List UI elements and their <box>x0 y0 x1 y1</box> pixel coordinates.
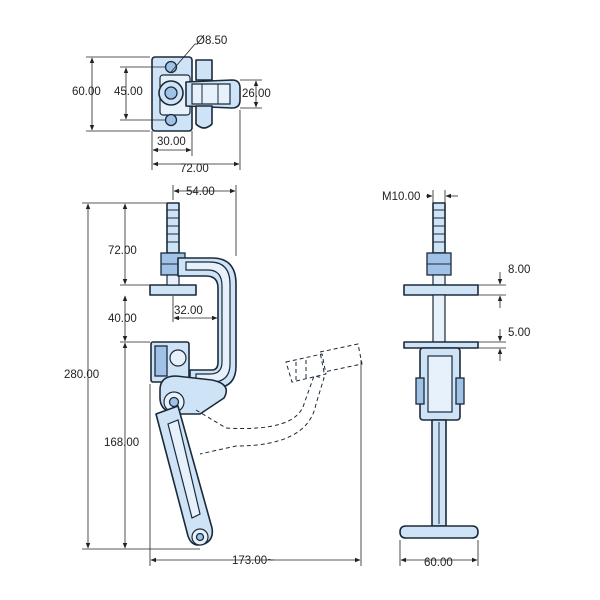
top-view-hole-diameter-label: Ø8.50 <box>196 35 227 47</box>
front-view-base-plate <box>403 341 479 349</box>
side-view-handle-height-label: 168.00 <box>104 437 139 449</box>
front-view-thread-label: M10.00 <box>382 191 420 203</box>
side-view-handle-reach-label: 173.00~ <box>232 555 274 567</box>
top-view-hole-lower <box>164 113 178 127</box>
top-view-hole-upper <box>164 60 178 74</box>
top-view-height-label: 60.00 <box>72 86 101 98</box>
front-view: M10.00 8.00 5.00 60.00 <box>382 190 530 569</box>
side-view-spindle-offset-label: 54.00 <box>186 186 215 198</box>
side-view: 54.00 280.00 72.00 40.00 32.00 168.00 17… <box>64 185 363 567</box>
side-view-jaw-opening-label: 40.00 <box>108 313 137 325</box>
side-view-pressure-pad <box>149 284 197 296</box>
top-view-handle-width-label: 26.00 <box>242 88 271 100</box>
side-view-throat-depth-label: 32.00 <box>174 305 203 317</box>
side-view-handle-open-position <box>195 375 325 455</box>
front-view-foot-width-label: 60.00 <box>424 557 453 569</box>
top-view-overall-length-label: 72.00 <box>180 163 209 175</box>
front-view-pad-thickness-label: 8.00 <box>508 264 530 276</box>
side-view-spindle-length-label: 72.00 <box>108 245 137 257</box>
front-view-pressure-pad <box>403 284 479 296</box>
top-view-hole-spacing-label: 45.00 <box>114 86 143 98</box>
top-view-lever <box>195 105 213 129</box>
side-view-overall-height-label: 280.00 <box>64 369 99 381</box>
front-view-base-thickness-label: 5.00 <box>508 327 530 339</box>
front-view-foot <box>399 525 479 539</box>
top-view-hole-offset-label: 30.00 <box>157 136 186 148</box>
top-view: Ø8.50 60.00 45.00 26.00 30.00 72.00 <box>72 35 271 175</box>
